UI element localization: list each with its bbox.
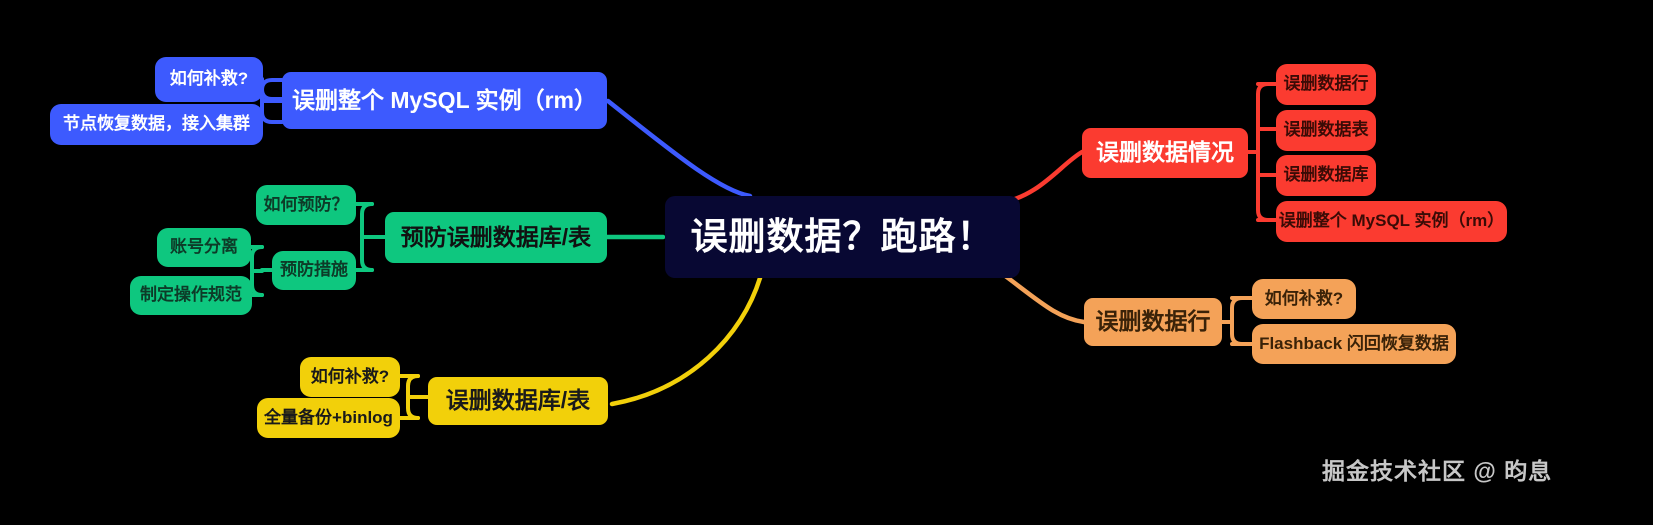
root-node[interactable]: 误删数据？跑路！: [665, 196, 1020, 278]
leaf-red-rows-label: 误删数据行: [1283, 74, 1369, 94]
branch-node-red-label: 误删数据情况: [1096, 139, 1234, 166]
root-node-label: 误删数据？跑路！: [690, 215, 995, 257]
leaf-green-measures[interactable]: 预防措施: [272, 251, 356, 290]
leaf-red-instance-label: 误删整个 MySQL 实例（rm）: [1278, 211, 1505, 231]
branch-node-yellow[interactable]: 误删数据库/表: [428, 377, 608, 425]
connector-root-yellow: [609, 275, 763, 407]
branch-node-blue-label: 误删整个 MySQL 实例（rm）: [292, 86, 597, 113]
branch-node-orange[interactable]: 误删数据行: [1084, 298, 1222, 346]
leaf-yellow-how-to-fix-label: 如何补救?: [310, 366, 390, 386]
leaf-blue-node-recover-label: 节点恢复数据，接入集群: [63, 114, 250, 134]
leaf-red-instance[interactable]: 误删整个 MySQL 实例（rm）: [1276, 201, 1507, 242]
leaf-red-databases-label: 误删数据库: [1283, 165, 1369, 185]
branch-node-green-label: 预防误删数据库/表: [400, 223, 592, 250]
connector-green-bracket: [360, 202, 387, 272]
connector-orange-bracket: [1220, 296, 1244, 346]
leaf-red-tables[interactable]: 误删数据表: [1276, 110, 1376, 151]
leaf-green-ops-standard-label: 制定操作规范: [140, 285, 242, 305]
leaf-yellow-how-to-fix[interactable]: 如何补救?: [300, 357, 400, 397]
connector-yellow-bracket: [406, 374, 430, 420]
watermark-text: 掘金技术社区 @ 昀息: [1322, 458, 1553, 484]
leaf-blue-how-to-fix[interactable]: 如何补救?: [155, 57, 263, 102]
branch-node-orange-label: 误删数据行: [1095, 308, 1211, 335]
leaf-blue-node-recover[interactable]: 节点恢复数据，接入集群: [50, 104, 263, 145]
leaf-red-tables-label: 误删数据表: [1283, 120, 1369, 140]
branch-node-green[interactable]: 预防误删数据库/表: [385, 212, 607, 263]
leaf-blue-how-to-fix-label: 如何补救?: [169, 69, 249, 89]
leaf-red-databases[interactable]: 误删数据库: [1276, 155, 1376, 196]
leaf-green-account-split-label: 账号分离: [170, 237, 238, 257]
branch-node-blue[interactable]: 误删整个 MySQL 实例（rm）: [282, 72, 607, 129]
connector-red-bracket: [1246, 82, 1270, 222]
leaf-red-rows[interactable]: 误删数据行: [1276, 64, 1376, 105]
connector-green-sub-bracket: [250, 245, 274, 297]
leaf-green-how-to-prevent-label: 如何预防？: [263, 194, 349, 214]
leaf-orange-flashback[interactable]: Flashback 闪回恢复数据: [1252, 324, 1456, 364]
connector-root-blue: [605, 98, 753, 199]
leaf-yellow-backup-binlog[interactable]: 全量备份+binlog: [257, 398, 400, 438]
branch-node-yellow-label: 误删数据库/表: [445, 387, 591, 414]
leaf-green-ops-standard[interactable]: 制定操作规范: [130, 276, 252, 315]
leaf-green-account-split[interactable]: 账号分离: [157, 228, 251, 267]
leaf-orange-flashback-label: Flashback 闪回恢复数据: [1259, 333, 1449, 353]
leaf-green-how-to-prevent[interactable]: 如何预防？: [256, 185, 356, 225]
watermark: 掘金技术社区 @ 昀息: [1322, 452, 1552, 486]
branch-node-red[interactable]: 误删数据情况: [1082, 128, 1248, 178]
leaf-yellow-backup-binlog-label: 全量备份+binlog: [264, 407, 393, 427]
connector-blue-spine: [260, 78, 284, 124]
leaf-orange-how-to-fix[interactable]: 如何补救?: [1252, 279, 1356, 319]
connector-blue-bracket: [260, 77, 284, 101]
connector-root-orange: [997, 269, 1087, 325]
leaf-orange-how-to-fix-label: 如何补救?: [1264, 288, 1344, 308]
leaf-green-measures-label: 预防措施: [280, 260, 348, 280]
